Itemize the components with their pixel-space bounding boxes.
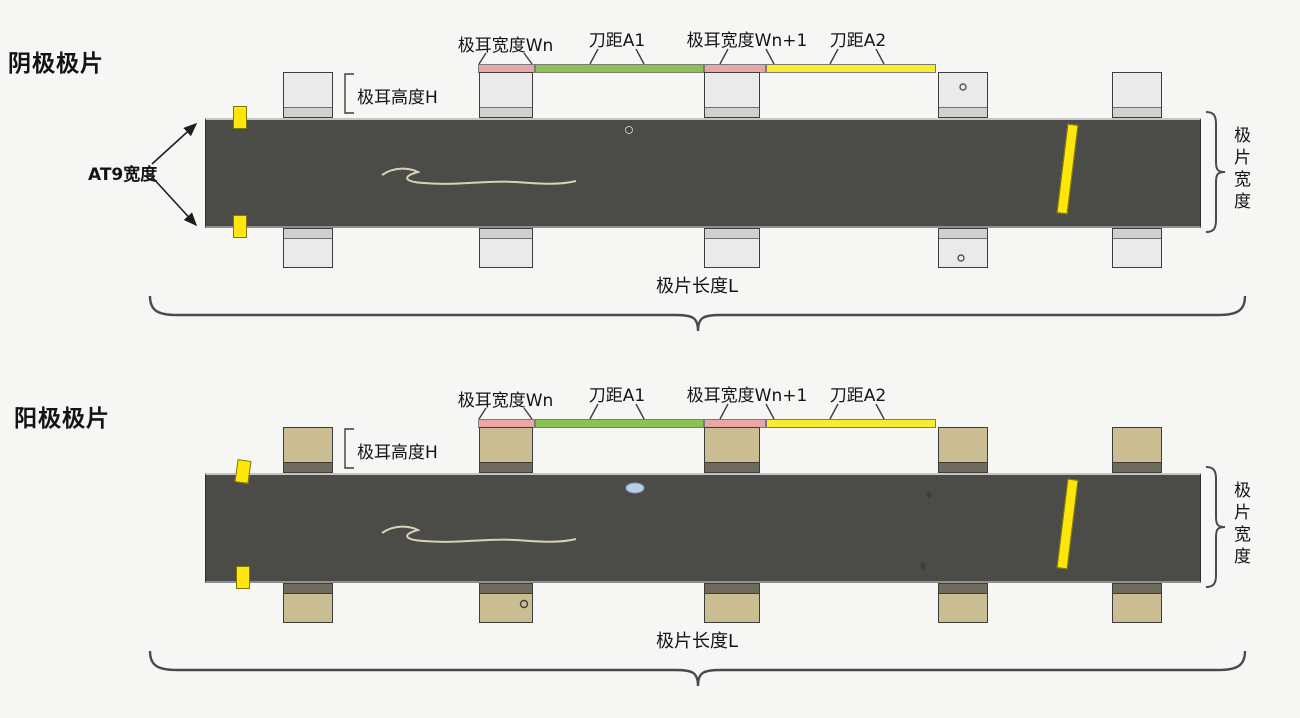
knife-gap-bar-a2	[766, 419, 936, 428]
sheet-length-brace	[148, 650, 1247, 687]
tab-root-band	[480, 462, 532, 472]
knife-gap-a1-label: 刀距A1	[588, 386, 646, 406]
sheet-width-label: 极片宽度	[1230, 126, 1250, 214]
sheet-width-label: 极片宽度	[1230, 481, 1250, 569]
cathode-diagram-panel: 阴极极片 极耳宽度Wn 刀距A1 极耳宽度Wn+1 刀距A2 极耳高度H AT9…	[0, 0, 1300, 358]
tab-root-band	[480, 584, 532, 594]
at9-width-label: AT9宽度	[88, 165, 158, 185]
tab-root-band	[705, 107, 759, 117]
yellow-marker-bottom	[233, 215, 247, 238]
sheet-width-brace	[1205, 466, 1226, 588]
at9-arrows	[151, 122, 198, 227]
tab-root-band	[284, 107, 332, 117]
electrode-strip	[205, 473, 1201, 583]
tab-root-band	[1113, 462, 1161, 472]
sheet-length-label: 极片长度L	[655, 276, 739, 297]
tab-height-label: 极耳高度H	[357, 443, 438, 463]
knife-gap-bar-a1	[535, 64, 704, 73]
electrode-tab-bottom-2	[479, 583, 533, 623]
knife-gap-bar-a2	[766, 64, 936, 73]
at9-arrow-up	[151, 122, 198, 165]
cathode-title: 阴极极片	[8, 51, 104, 77]
electrode-tab-bottom-5	[1112, 583, 1162, 623]
tab-root-band	[480, 229, 532, 239]
tab-root-band	[705, 462, 759, 472]
electrode-tab-bottom-4	[938, 583, 988, 623]
tab-root-band	[284, 229, 332, 239]
tab-root-band	[939, 584, 987, 594]
tab-root-band	[480, 107, 532, 117]
knife-gap-a1-label: 刀距A1	[588, 31, 646, 51]
at9-arrow-down	[151, 176, 198, 227]
electrode-tab-top-5	[1112, 427, 1162, 473]
electrode-tab-top-4	[938, 427, 988, 473]
electrode-tab-bottom-1	[283, 228, 333, 268]
electrode-tab-top-3	[704, 427, 760, 473]
yellow-marker-bottom	[236, 566, 250, 589]
tab-height-bracket	[344, 428, 354, 469]
knife-gap-bar-a1	[535, 419, 704, 428]
tab-height-bracket	[344, 73, 354, 114]
sheet-length-brace	[148, 295, 1247, 332]
tab-root-band	[284, 462, 332, 472]
yellow-marker-top	[233, 106, 247, 129]
electrode-strip	[205, 118, 1201, 228]
electrode-tab-bottom-3	[704, 583, 760, 623]
anode-title: 阳极极片	[14, 406, 110, 432]
tab-root-band	[939, 229, 987, 239]
tab-root-band	[939, 107, 987, 117]
electrode-tab-bottom-5	[1112, 228, 1162, 268]
sheet-length-label: 极片长度L	[655, 631, 739, 652]
electrode-tab-top-2	[479, 427, 533, 473]
knife-gap-a2-label: 刀距A2	[829, 31, 887, 51]
sheet-width-brace	[1205, 111, 1226, 233]
tab-width-wn1-label: 极耳宽度Wn+1	[686, 386, 808, 406]
electrode-tab-bottom-2	[479, 228, 533, 268]
tab-root-band	[1113, 229, 1161, 239]
tab-width-wn-label: 极耳宽度Wn	[457, 36, 554, 56]
electrode-tab-bottom-3	[704, 228, 760, 268]
electrode-tab-bottom-1	[283, 583, 333, 623]
electrode-tab-top-2	[479, 72, 533, 118]
tab-root-band	[939, 462, 987, 472]
tab-root-band	[284, 584, 332, 594]
electrode-tab-bottom-4	[938, 228, 988, 268]
tab-root-band	[1113, 584, 1161, 594]
electrode-tab-top-3	[704, 72, 760, 118]
tab-width-wn1-label: 极耳宽度Wn+1	[686, 31, 808, 51]
tab-root-band	[705, 584, 759, 594]
knife-gap-a2-label: 刀距A2	[829, 386, 887, 406]
electrode-tab-top-1	[283, 427, 333, 473]
tab-width-wn-label: 极耳宽度Wn	[457, 391, 554, 411]
tab-root-band	[705, 229, 759, 239]
tab-root-band	[1113, 107, 1161, 117]
electrode-tab-top-4	[938, 72, 988, 118]
electrode-tab-top-5	[1112, 72, 1162, 118]
anode-diagram-panel: 阳极极片 极耳宽度Wn 刀距A1 极耳宽度Wn+1 刀距A2 极耳高度H 极片宽…	[0, 355, 1300, 713]
tab-height-label: 极耳高度H	[357, 88, 438, 108]
electrode-tab-top-1	[283, 72, 333, 118]
